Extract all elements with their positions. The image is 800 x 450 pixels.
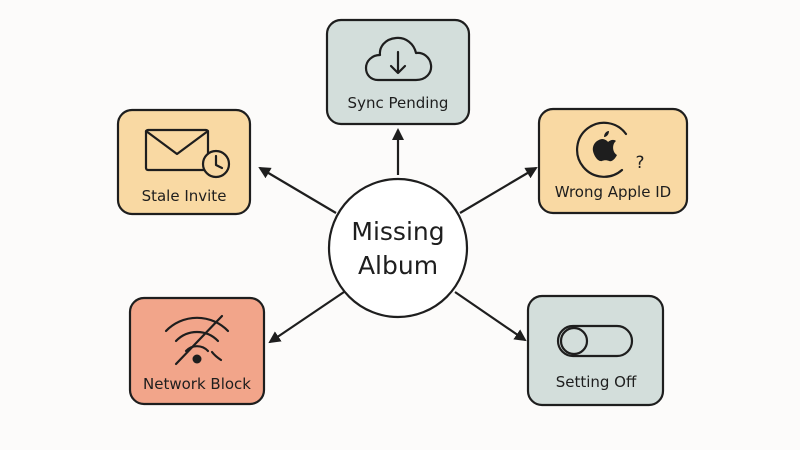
node-network-block: Network Block <box>128 296 266 406</box>
node-sync-pending: Sync Pending <box>325 18 471 126</box>
center-label-line1: Missing <box>351 217 444 246</box>
cloud-download-icon <box>364 36 433 82</box>
sync-pending-label: Sync Pending <box>348 94 449 112</box>
setting-off-box <box>526 294 665 407</box>
apple-id-question-icon: ? <box>576 121 645 178</box>
stale-invite-label: Stale Invite <box>142 187 227 205</box>
node-setting-off: Setting Off <box>526 294 665 407</box>
arrow-to-network-block <box>268 291 345 344</box>
network-block-box <box>128 296 266 406</box>
wrong-apple-id-label: Wrong Apple ID <box>555 183 671 201</box>
node-stale-invite: Stale Invite <box>116 108 252 216</box>
network-block-label: Network Block <box>143 375 251 393</box>
setting-off-label: Setting Off <box>556 373 637 391</box>
wifi-off-icon <box>164 314 230 366</box>
envelope-clock-icon <box>144 128 231 179</box>
center-node: Missing Album <box>327 177 469 319</box>
arrow-to-stale-invite <box>258 166 337 214</box>
arrow-to-wrong-apple-id <box>459 166 538 214</box>
arrow-to-setting-off <box>454 291 527 342</box>
wrong-apple-id-box <box>537 107 689 215</box>
center-circle <box>327 177 469 319</box>
center-label-line2: Album <box>358 251 438 280</box>
toggle-off-icon <box>556 324 634 358</box>
node-wrong-apple-id: ? Wrong Apple ID <box>537 107 689 215</box>
question-mark-badge: ? <box>635 153 644 173</box>
